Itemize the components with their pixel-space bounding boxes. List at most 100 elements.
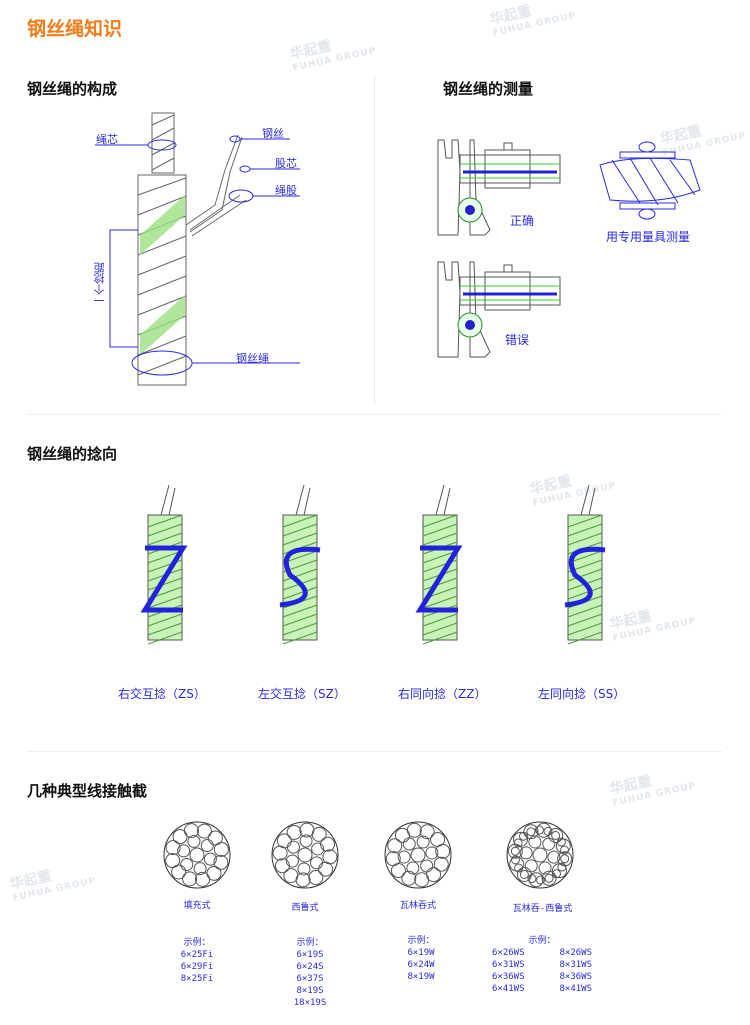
section-outline	[506, 821, 574, 889]
center-wire	[410, 847, 426, 863]
type-name: 西鲁式	[291, 903, 319, 913]
center-wire	[532, 847, 548, 863]
lay-letter-z	[415, 545, 463, 613]
wire	[322, 849, 338, 865]
wire	[285, 854, 299, 868]
wire	[311, 826, 327, 842]
wire	[435, 843, 451, 859]
wire	[213, 854, 229, 870]
rope-structure-diagram	[95, 112, 300, 386]
wire	[528, 835, 542, 849]
wire	[320, 836, 336, 852]
label-wire: 钢丝	[262, 127, 284, 140]
caliper-diagrams	[436, 139, 701, 359]
type-name: 瓦林吞-西鲁式	[512, 904, 573, 914]
wire	[387, 838, 403, 854]
wire	[401, 870, 417, 886]
wire	[311, 842, 325, 856]
divider	[374, 75, 375, 405]
measurement-heading: 钢丝绳的测量	[443, 80, 534, 98]
rope-body	[282, 514, 318, 641]
wire	[551, 831, 561, 841]
wire	[397, 850, 411, 864]
section-outline	[163, 821, 231, 889]
rope-strand-end	[435, 484, 451, 516]
wire	[519, 869, 529, 879]
composition-heading: 钢丝绳的构成	[27, 80, 118, 98]
wire	[509, 856, 525, 872]
wire	[551, 869, 561, 879]
wire	[406, 861, 420, 875]
label-wrong: 错误	[505, 333, 530, 347]
wire	[276, 833, 292, 849]
wire	[195, 871, 211, 887]
cross-section-1	[271, 821, 339, 889]
label-special-tool: 用专用量具测量	[606, 230, 691, 244]
wire	[510, 855, 520, 865]
wire	[536, 875, 546, 885]
lay-label-ss: 左同向捻（SS）	[538, 687, 626, 701]
example-list: 示例： 6×19S 6×24S 6×37S 8×19S 18×19S	[293, 938, 327, 1008]
wire	[182, 871, 198, 887]
wire	[200, 838, 214, 852]
wire	[526, 827, 536, 837]
wire	[177, 844, 191, 858]
example-list: 示例： 6×25Fi 6×29Fi 8×25Fi	[180, 938, 214, 984]
rope-1	[279, 484, 321, 645]
wire	[406, 822, 422, 838]
rope-strand-end	[580, 484, 596, 516]
label-correct: 正确	[510, 214, 535, 228]
wire	[541, 870, 557, 886]
wire	[519, 831, 529, 841]
lay-label-sz: 左交互捻（SZ）	[258, 687, 346, 701]
lay-direction-heading: 钢丝绳的捻向	[27, 445, 118, 463]
wire	[555, 838, 571, 854]
label-strand-core: 股芯	[275, 157, 297, 170]
wire	[196, 823, 212, 839]
divider	[27, 414, 722, 415]
wire	[538, 861, 552, 875]
label-strand: 绳股	[275, 184, 297, 197]
wire	[187, 834, 201, 848]
center-wire	[189, 847, 205, 863]
wire	[560, 854, 570, 864]
wire	[534, 825, 544, 835]
wire	[419, 824, 435, 840]
rope-strand-end	[160, 484, 176, 516]
wire	[433, 856, 449, 872]
section-outline	[384, 821, 452, 889]
wire	[180, 858, 194, 872]
wire	[385, 851, 401, 867]
rope-3	[564, 484, 606, 645]
rope-strand-end	[295, 484, 311, 516]
wire	[203, 852, 217, 866]
lay-letter-s	[564, 546, 606, 608]
lay-label-zs: 右交互捻（ZS）	[118, 687, 206, 701]
wire	[414, 872, 430, 888]
wire	[510, 846, 520, 856]
rope-body	[567, 514, 603, 641]
wire	[519, 846, 533, 860]
type-name: 瓦林吞式	[399, 901, 436, 911]
lay-letter-s	[279, 546, 321, 608]
wire	[556, 837, 566, 847]
center-wire	[297, 847, 313, 863]
wire	[543, 826, 553, 836]
wire	[416, 835, 430, 849]
wire	[557, 862, 567, 872]
wire	[165, 840, 181, 856]
wire	[560, 845, 570, 855]
wire	[514, 863, 524, 873]
wire	[165, 853, 181, 869]
lay-direction-diagrams	[140, 484, 606, 645]
wire	[308, 870, 324, 886]
lay-label-zz: 右同向捻（ZZ）	[398, 687, 487, 701]
wire	[283, 868, 299, 884]
type-name: 填充式	[183, 901, 211, 911]
wire	[297, 862, 311, 876]
section-outline	[271, 821, 339, 889]
wire	[547, 850, 561, 864]
wire	[183, 823, 199, 839]
wire	[425, 846, 439, 860]
